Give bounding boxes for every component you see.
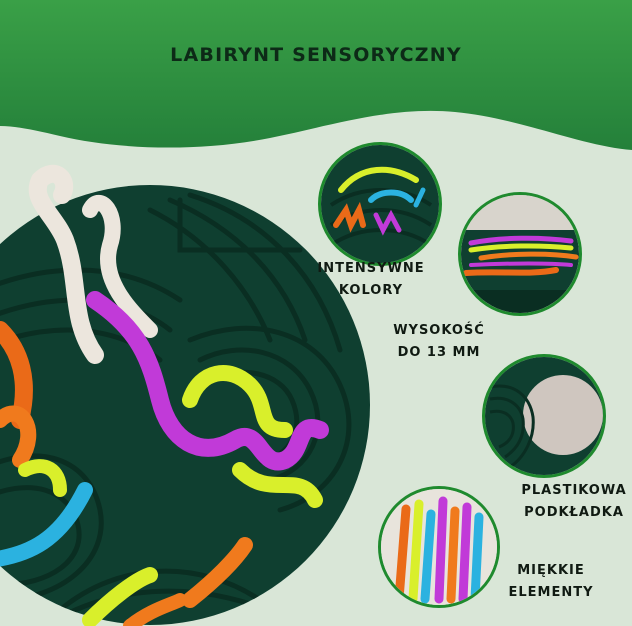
feature-base-line1: PLASTIKOWA bbox=[521, 483, 627, 498]
bubble-height-image bbox=[458, 192, 582, 316]
bubble-colors-image bbox=[318, 142, 442, 266]
feature-colors-line1: INTENSYWNE bbox=[317, 261, 425, 276]
feature-base-line2: PODKŁADKA bbox=[524, 505, 624, 520]
feature-label-elements: MIĘKKIE ELEMENTY bbox=[508, 560, 594, 604]
feature-height-line1: WYSOKOŚĆ bbox=[393, 323, 485, 338]
bubble-elements-image bbox=[378, 486, 500, 608]
header-wave bbox=[0, 0, 632, 150]
feature-colors-line2: KOLORY bbox=[338, 283, 404, 298]
feature-label-height: WYSOKOŚĆ DO 13 MM bbox=[384, 320, 494, 364]
feature-elements-line1: MIĘKKIE bbox=[517, 563, 585, 578]
feature-label-base: PLASTIKOWA PODKŁADKA bbox=[516, 480, 632, 524]
feature-height-line2: DO 13 MM bbox=[397, 345, 481, 360]
feature-label-colors: INTENSYWNE KOLORY bbox=[316, 258, 426, 302]
bubble-base-image bbox=[482, 354, 606, 478]
feature-elements-line2: ELEMENTY bbox=[508, 585, 594, 600]
page-title: LABIRYNT SENSORYCZNY bbox=[170, 44, 462, 66]
